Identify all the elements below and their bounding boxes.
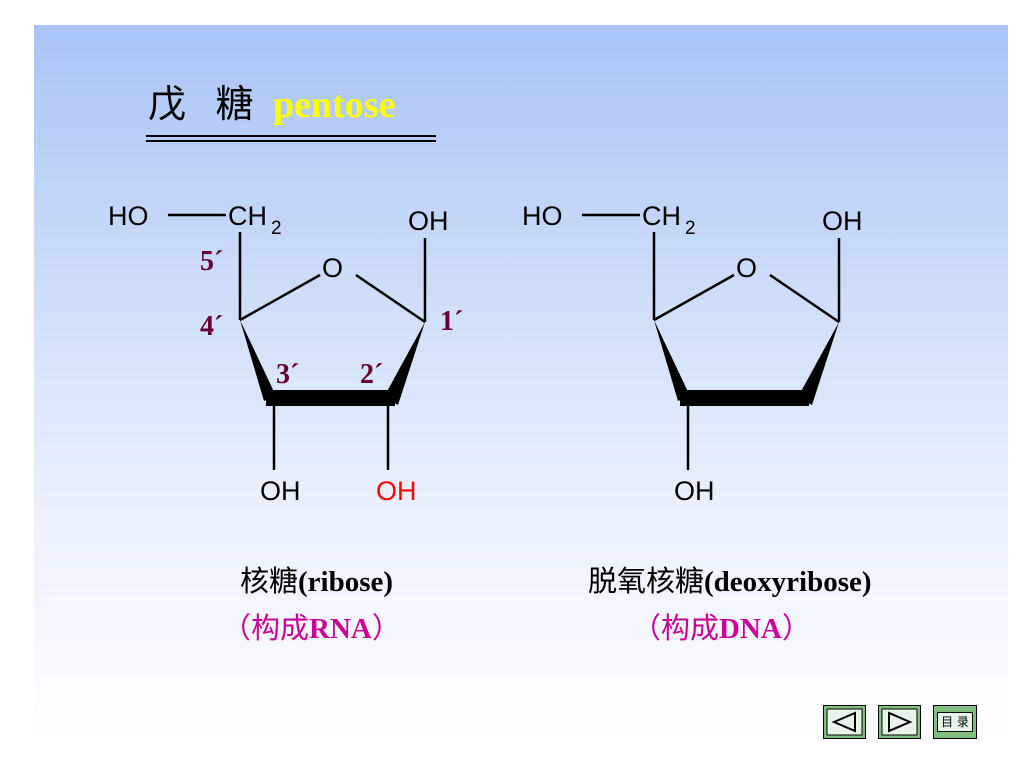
deoxyribose-subcaption-suffix: ） [781, 613, 811, 645]
ribose-c3-c2-bond [266, 390, 395, 406]
deoxyribose-caption: 脱氧核糖(deoxyribose) [588, 558, 872, 600]
title-underline-second [146, 140, 436, 142]
deoxyribose-subcaption-prefix: （构成 [632, 613, 720, 645]
deoxyribose-ho-label: HO [522, 201, 563, 231]
ribose-c2-oh-label: OH [376, 476, 417, 506]
deoxyribose-c1-c2-wedge [798, 322, 839, 405]
ribose-structure: HO CH 2 O OH OH OH 5´ 4´ 3´ 2´ 1´ [108, 201, 463, 506]
ribose-ch-subscript: 2 [271, 218, 282, 239]
title-chinese: 戊 糖 [148, 84, 264, 126]
title-english: pentose [273, 84, 396, 126]
carbon-number-3: 3´ [276, 359, 299, 390]
deoxyribose-c4-c3-wedge [654, 320, 690, 401]
slide-title: 戊 糖 pentose [148, 82, 395, 128]
ribose-c4-o-bond [239, 273, 321, 322]
carbon-number-4: 4´ [200, 311, 223, 342]
deoxyribose-ch-label: CH [642, 201, 681, 231]
ribose-caption: 核糖(ribose) [240, 558, 393, 600]
carbon-number-2: 2´ [360, 359, 383, 390]
deoxyribose-c4-o-bond [653, 273, 735, 322]
slide-background [34, 25, 1008, 745]
ribose-o-c1-bond [355, 273, 426, 324]
ribose-c1-oh-label: OH [408, 206, 449, 236]
deoxyribose-ring-oxygen: O [736, 253, 757, 283]
triangle-left-icon [826, 708, 863, 736]
ribose-subcaption-suffix: ） [371, 613, 401, 645]
table-of-contents-label: 目 录 [937, 712, 973, 732]
ribose-c4-c3-wedge [240, 320, 276, 401]
ribose-caption-english: (ribose) [298, 566, 394, 598]
deoxyribose-c1-oh-label: OH [822, 206, 863, 236]
ribose-c1-c2-wedge [384, 322, 425, 405]
ribose-subcaption-rna: RNA [309, 613, 372, 645]
ribose-caption-chinese: 核糖 [240, 566, 299, 598]
carbon-number-1: 1´ [440, 306, 463, 337]
ribose-subcaption-prefix: （构成 [222, 613, 310, 645]
carbon-number-5: 5´ [200, 246, 223, 277]
deoxyribose-caption-english: (deoxyribose) [704, 566, 872, 598]
ribose-ho-label: HO [108, 201, 149, 231]
triangle-right-icon [881, 708, 918, 736]
deoxyribose-subcaption-dna: DNA [719, 613, 782, 645]
table-of-contents-button[interactable]: 目 录 [933, 705, 977, 739]
ribose-ch-label: CH [228, 201, 267, 231]
title-underline [146, 135, 436, 137]
deoxyribose-ch-subscript: 2 [685, 218, 696, 239]
deoxyribose-caption-chinese: 脱氧核糖 [588, 566, 705, 598]
deoxyribose-o-c1-bond [769, 273, 840, 324]
ribose-ring-oxygen: O [322, 253, 343, 283]
next-slide-button[interactable] [878, 705, 921, 739]
deoxyribose-subcaption: （构成DNA） [632, 605, 811, 647]
ribose-c3-oh-label: OH [260, 476, 301, 506]
previous-slide-button[interactable] [823, 705, 866, 739]
deoxyribose-structure: HO CH 2 O OH OH [522, 201, 863, 506]
ribose-subcaption: （构成RNA） [222, 605, 401, 647]
deoxyribose-c3-oh-label: OH [674, 476, 715, 506]
deoxyribose-c3-c2-bond [680, 390, 809, 406]
